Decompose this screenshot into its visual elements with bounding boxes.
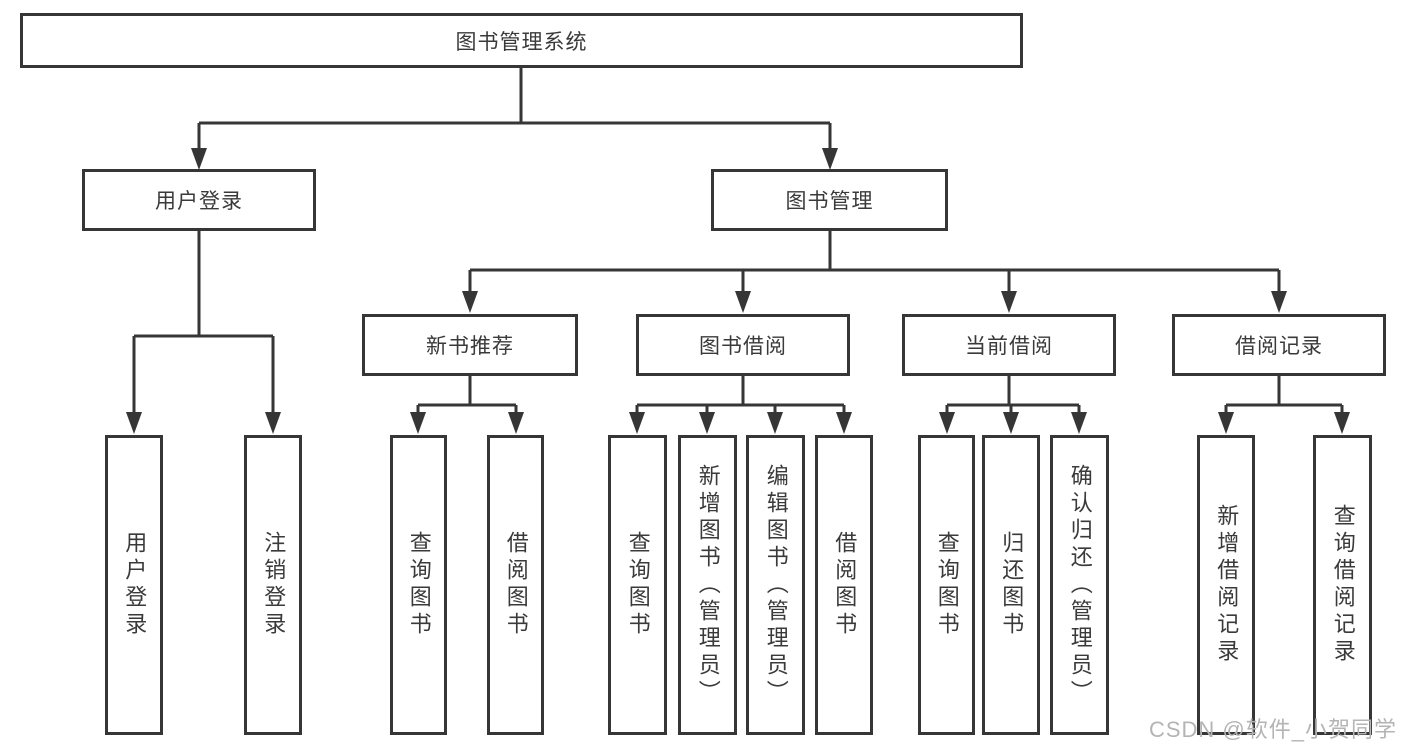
node-confirm-return-admin: 确认归还（管理员） xyxy=(1050,435,1109,735)
node-add-borrow-record: 新增借阅记录 xyxy=(1197,435,1255,735)
node-user-login-branch: 用户登录 xyxy=(82,169,316,231)
node-query-books-borrow: 查询图书 xyxy=(608,435,667,735)
node-query-borrow-record: 查询借阅记录 xyxy=(1313,435,1372,735)
node-new-book-recommend: 新书推荐 xyxy=(362,314,578,376)
node-add-book-admin: 新增图书（管理员） xyxy=(678,435,737,735)
csdn-watermark: CSDN @软件_小贺同学 xyxy=(1148,717,1397,742)
node-book-borrowing: 图书借阅 xyxy=(636,314,850,376)
node-borrow-books: 借阅图书 xyxy=(815,435,873,735)
node-query-books-recommend: 查询图书 xyxy=(390,435,447,735)
node-root-system: 图书管理系统 xyxy=(20,13,1023,68)
node-edit-book-admin: 编辑图书（管理员） xyxy=(746,435,805,735)
node-borrow-books-recommend: 借阅图书 xyxy=(487,435,544,735)
node-current-borrowing: 当前借阅 xyxy=(902,314,1116,376)
node-return-books: 归还图书 xyxy=(982,435,1040,735)
node-query-books-current: 查询图书 xyxy=(918,435,975,735)
node-user-login-leaf: 用户登录 xyxy=(105,435,163,735)
node-book-management: 图书管理 xyxy=(711,169,948,231)
arrowhead-icons xyxy=(126,148,1350,434)
node-logout: 注销登录 xyxy=(244,435,302,735)
node-borrowing-records: 借阅记录 xyxy=(1172,314,1386,376)
